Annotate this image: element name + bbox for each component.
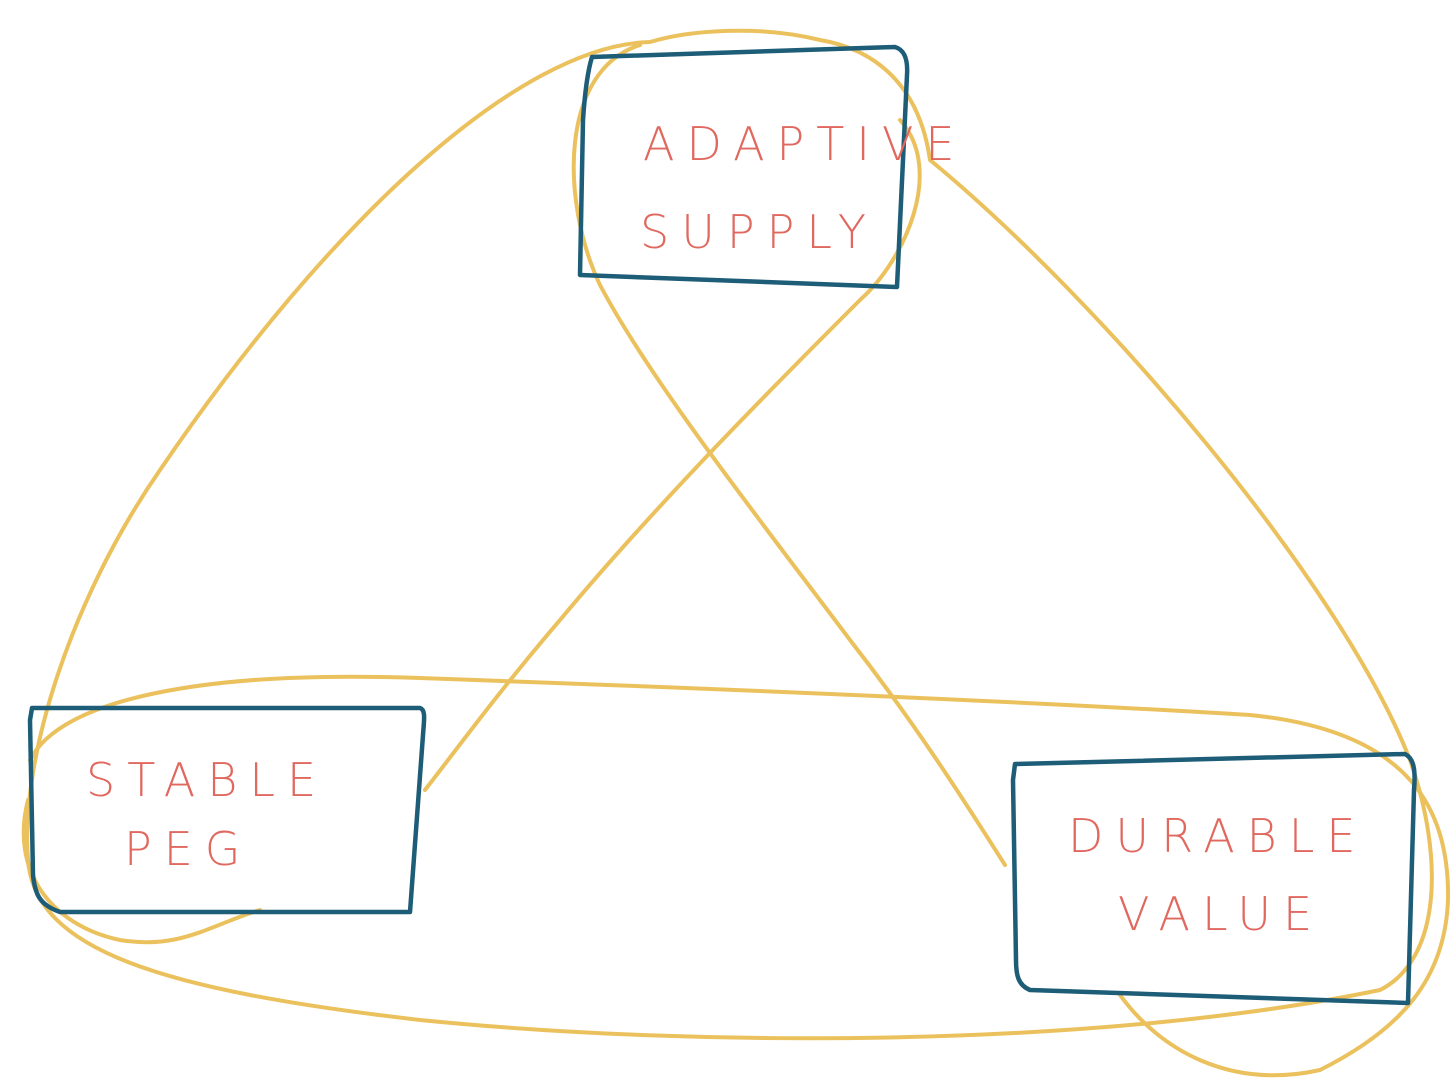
durable-value-line2: VALUE [1118,887,1324,941]
stable-peg-line2: PEG [124,822,252,876]
adaptive-supply-line1: ADAPTIVE [643,117,966,171]
durable-value-line1: DURABLE [1068,809,1367,863]
durable-value-box [1010,751,1417,1006]
node-adaptive-supply: ADAPTIVE SUPPLY [577,44,966,290]
base-loop-connector [28,674,1451,1078]
node-durable-value: DURABLE VALUE [1010,751,1417,1006]
connector-loops [21,28,1451,1078]
cross-connector-supply-to-peg [423,118,922,792]
cross-connector-supply-to-value [571,43,1007,867]
node-stable-peg: STABLE PEG [27,705,427,915]
stable-peg-line1: STABLE [86,753,328,807]
peg-inner-loop [21,798,262,945]
adaptive-supply-box [577,44,910,290]
outer-loop-connector [25,28,1434,1041]
adaptive-supply-line2: SUPPLY [640,205,878,259]
stable-peg-box [27,705,427,915]
